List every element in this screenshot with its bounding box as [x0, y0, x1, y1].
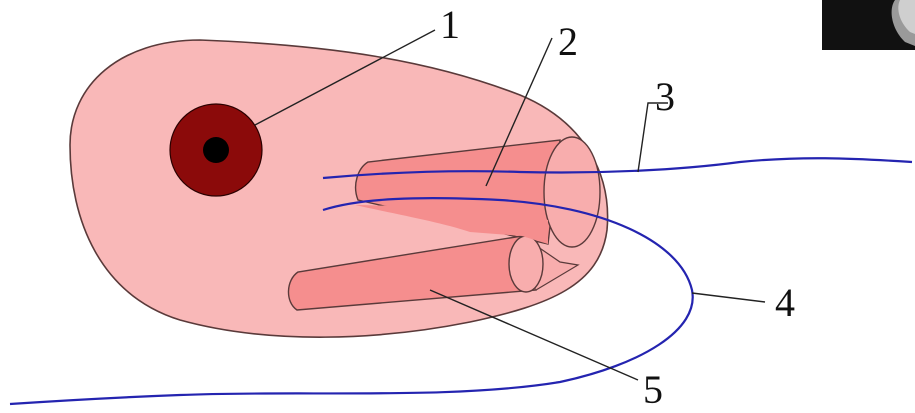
flagellum-4 — [9, 197, 694, 406]
leader-line-5 — [429, 289, 639, 381]
micrograph-thumbnail-icon — [822, 0, 915, 50]
leader-line-1 — [254, 29, 436, 126]
nucleus — [169, 103, 263, 197]
flagellum-3 — [322, 157, 913, 180]
tube-lower — [287, 235, 580, 311]
leader-line-2 — [485, 37, 553, 187]
label-2: 2 — [558, 19, 578, 64]
pocket-connector — [355, 205, 548, 244]
label-3: 3 — [655, 74, 675, 119]
label-4: 4 — [775, 280, 795, 325]
leader-line-3 — [637, 102, 668, 173]
leader-line-4 — [691, 292, 766, 303]
label-1: 1 — [440, 2, 460, 47]
label-5: 5 — [643, 367, 663, 412]
